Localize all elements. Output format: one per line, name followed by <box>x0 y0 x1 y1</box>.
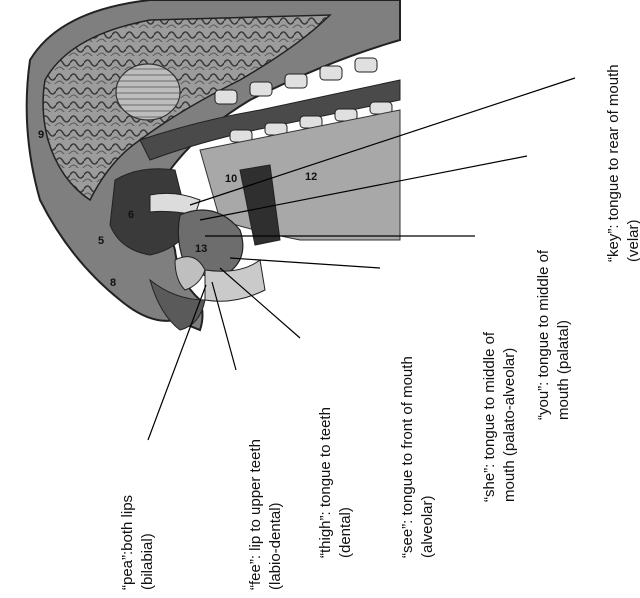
label-pea-line1: “pea”:both lips <box>119 495 136 590</box>
label-key-line1: “key”: tongue to rear of mouth <box>605 64 622 262</box>
label-fee-line2: (labio-dental) <box>267 502 284 590</box>
label-thigh-line1: “thigh”: tongue to teeth <box>317 407 334 558</box>
label-key-line2: (velar) <box>625 219 640 262</box>
label-thigh-line2: (dental) <box>337 507 354 558</box>
label-see: “see”: tongue to front of mouth (alveola… <box>399 356 436 558</box>
label-she: “she”: tongue to middle of mouth (palato… <box>481 331 518 502</box>
label-fee-line1: “fee”: lip to upper teeth <box>247 439 264 590</box>
label-you: “you”: tongue to middle of mouth (palata… <box>535 249 572 420</box>
label-see-line2: (alveolar) <box>419 495 436 558</box>
label-pea: “pea”:both lips (bilabial) <box>119 495 156 590</box>
leader-see <box>230 258 380 268</box>
label-fee: “fee”: lip to upper teeth (labio-dental) <box>247 439 284 590</box>
label-thigh: “thigh”: tongue to teeth (dental) <box>317 407 354 558</box>
leader-fee <box>212 282 236 370</box>
label-you-line1: “you”: tongue to middle of <box>535 249 552 420</box>
label-see-line1: “see”: tongue to front of mouth <box>399 356 416 558</box>
leader-key <box>190 78 575 205</box>
label-she-line2: mouth (palato-alveolar) <box>501 348 518 502</box>
label-she-line1: “she”: tongue to middle of <box>481 331 498 502</box>
label-you-line2: mouth (palatal) <box>555 320 572 420</box>
leader-you <box>200 156 527 220</box>
leader-thigh <box>220 268 300 338</box>
label-pea-line2: (bilabial) <box>139 533 156 590</box>
label-key: “key”: tongue to rear of mouth (velar) <box>605 64 640 262</box>
leader-pea <box>148 285 206 440</box>
